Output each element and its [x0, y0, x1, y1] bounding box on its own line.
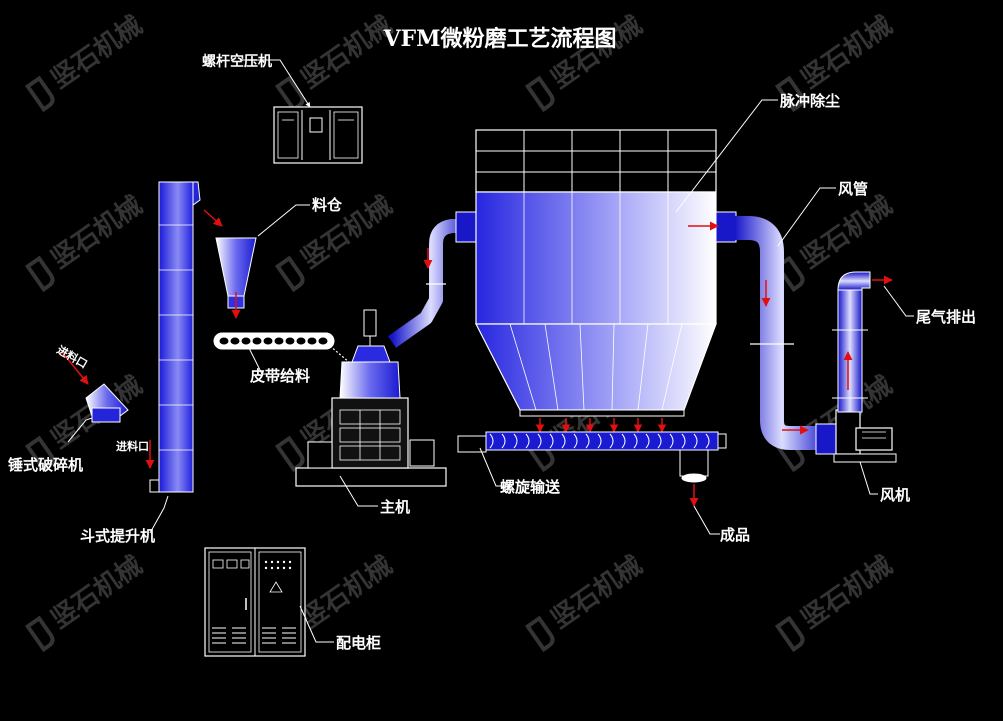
label-fan: 风机 — [880, 486, 910, 504]
svg-text:竖石机械: 竖石机械 — [296, 551, 398, 635]
label-exhaust: 尾气排出 — [916, 308, 976, 326]
watermark-logo: 竖石机械 — [526, 551, 649, 650]
svg-text:竖石机械: 竖石机械 — [546, 11, 648, 95]
watermark-logo: 竖石机械 — [26, 11, 149, 110]
label-control-cabinet: 配电柜 — [336, 634, 381, 652]
watermark-logo: 竖石机械 — [276, 11, 399, 110]
svg-text:竖石机械: 竖石机械 — [796, 11, 898, 95]
svg-text:竖石机械: 竖石机械 — [46, 191, 148, 275]
label-bucket-elevator: 斗式提升机 — [80, 527, 155, 545]
watermark-logo: 竖石机械 — [26, 551, 149, 650]
air-compressor — [274, 107, 362, 163]
svg-text:竖石机械: 竖石机械 — [796, 551, 898, 635]
control-cabinet — [205, 548, 305, 656]
watermark-logo: 竖石机械 — [776, 551, 899, 650]
bucket-elevator — [150, 182, 200, 492]
label-main-mill: 主机 — [380, 498, 410, 516]
label-air-compressor: 螺杆空压机 — [202, 53, 272, 70]
diagram-title: VFM微粉磨工艺流程图 — [382, 26, 616, 52]
watermark-logo: 竖石机械 — [776, 191, 899, 290]
label-pulse-collector: 脉冲除尘 — [779, 92, 840, 110]
svg-text:竖石机械: 竖石机械 — [296, 11, 398, 95]
watermark-logo: 竖石机械 — [26, 191, 149, 290]
label-belt-feeder: 皮带给料 — [250, 367, 310, 385]
svg-text:竖石机械: 竖石机械 — [796, 191, 898, 275]
label-air-duct: 风管 — [838, 180, 868, 198]
svg-text:竖石机械: 竖石机械 — [296, 191, 398, 275]
screw-conveyor — [458, 432, 726, 482]
label-bin: 料仓 — [312, 196, 343, 214]
label-feed-inlet-2: 进料口 — [116, 439, 149, 453]
svg-text:竖石机械: 竖石机械 — [546, 551, 648, 635]
label-screw-conveyor: 螺旋输送 — [500, 478, 561, 496]
pulse-dust-collector — [476, 130, 716, 416]
label-product: 成品 — [720, 526, 750, 544]
label-feed-inlet-1: 进料口 — [55, 342, 91, 371]
svg-text:竖石机械: 竖石机械 — [46, 551, 148, 635]
svg-text:竖石机械: 竖石机械 — [46, 11, 148, 95]
belt-feeder — [214, 333, 334, 349]
label-hammer-crusher: 锤式破碎机 — [8, 456, 83, 474]
